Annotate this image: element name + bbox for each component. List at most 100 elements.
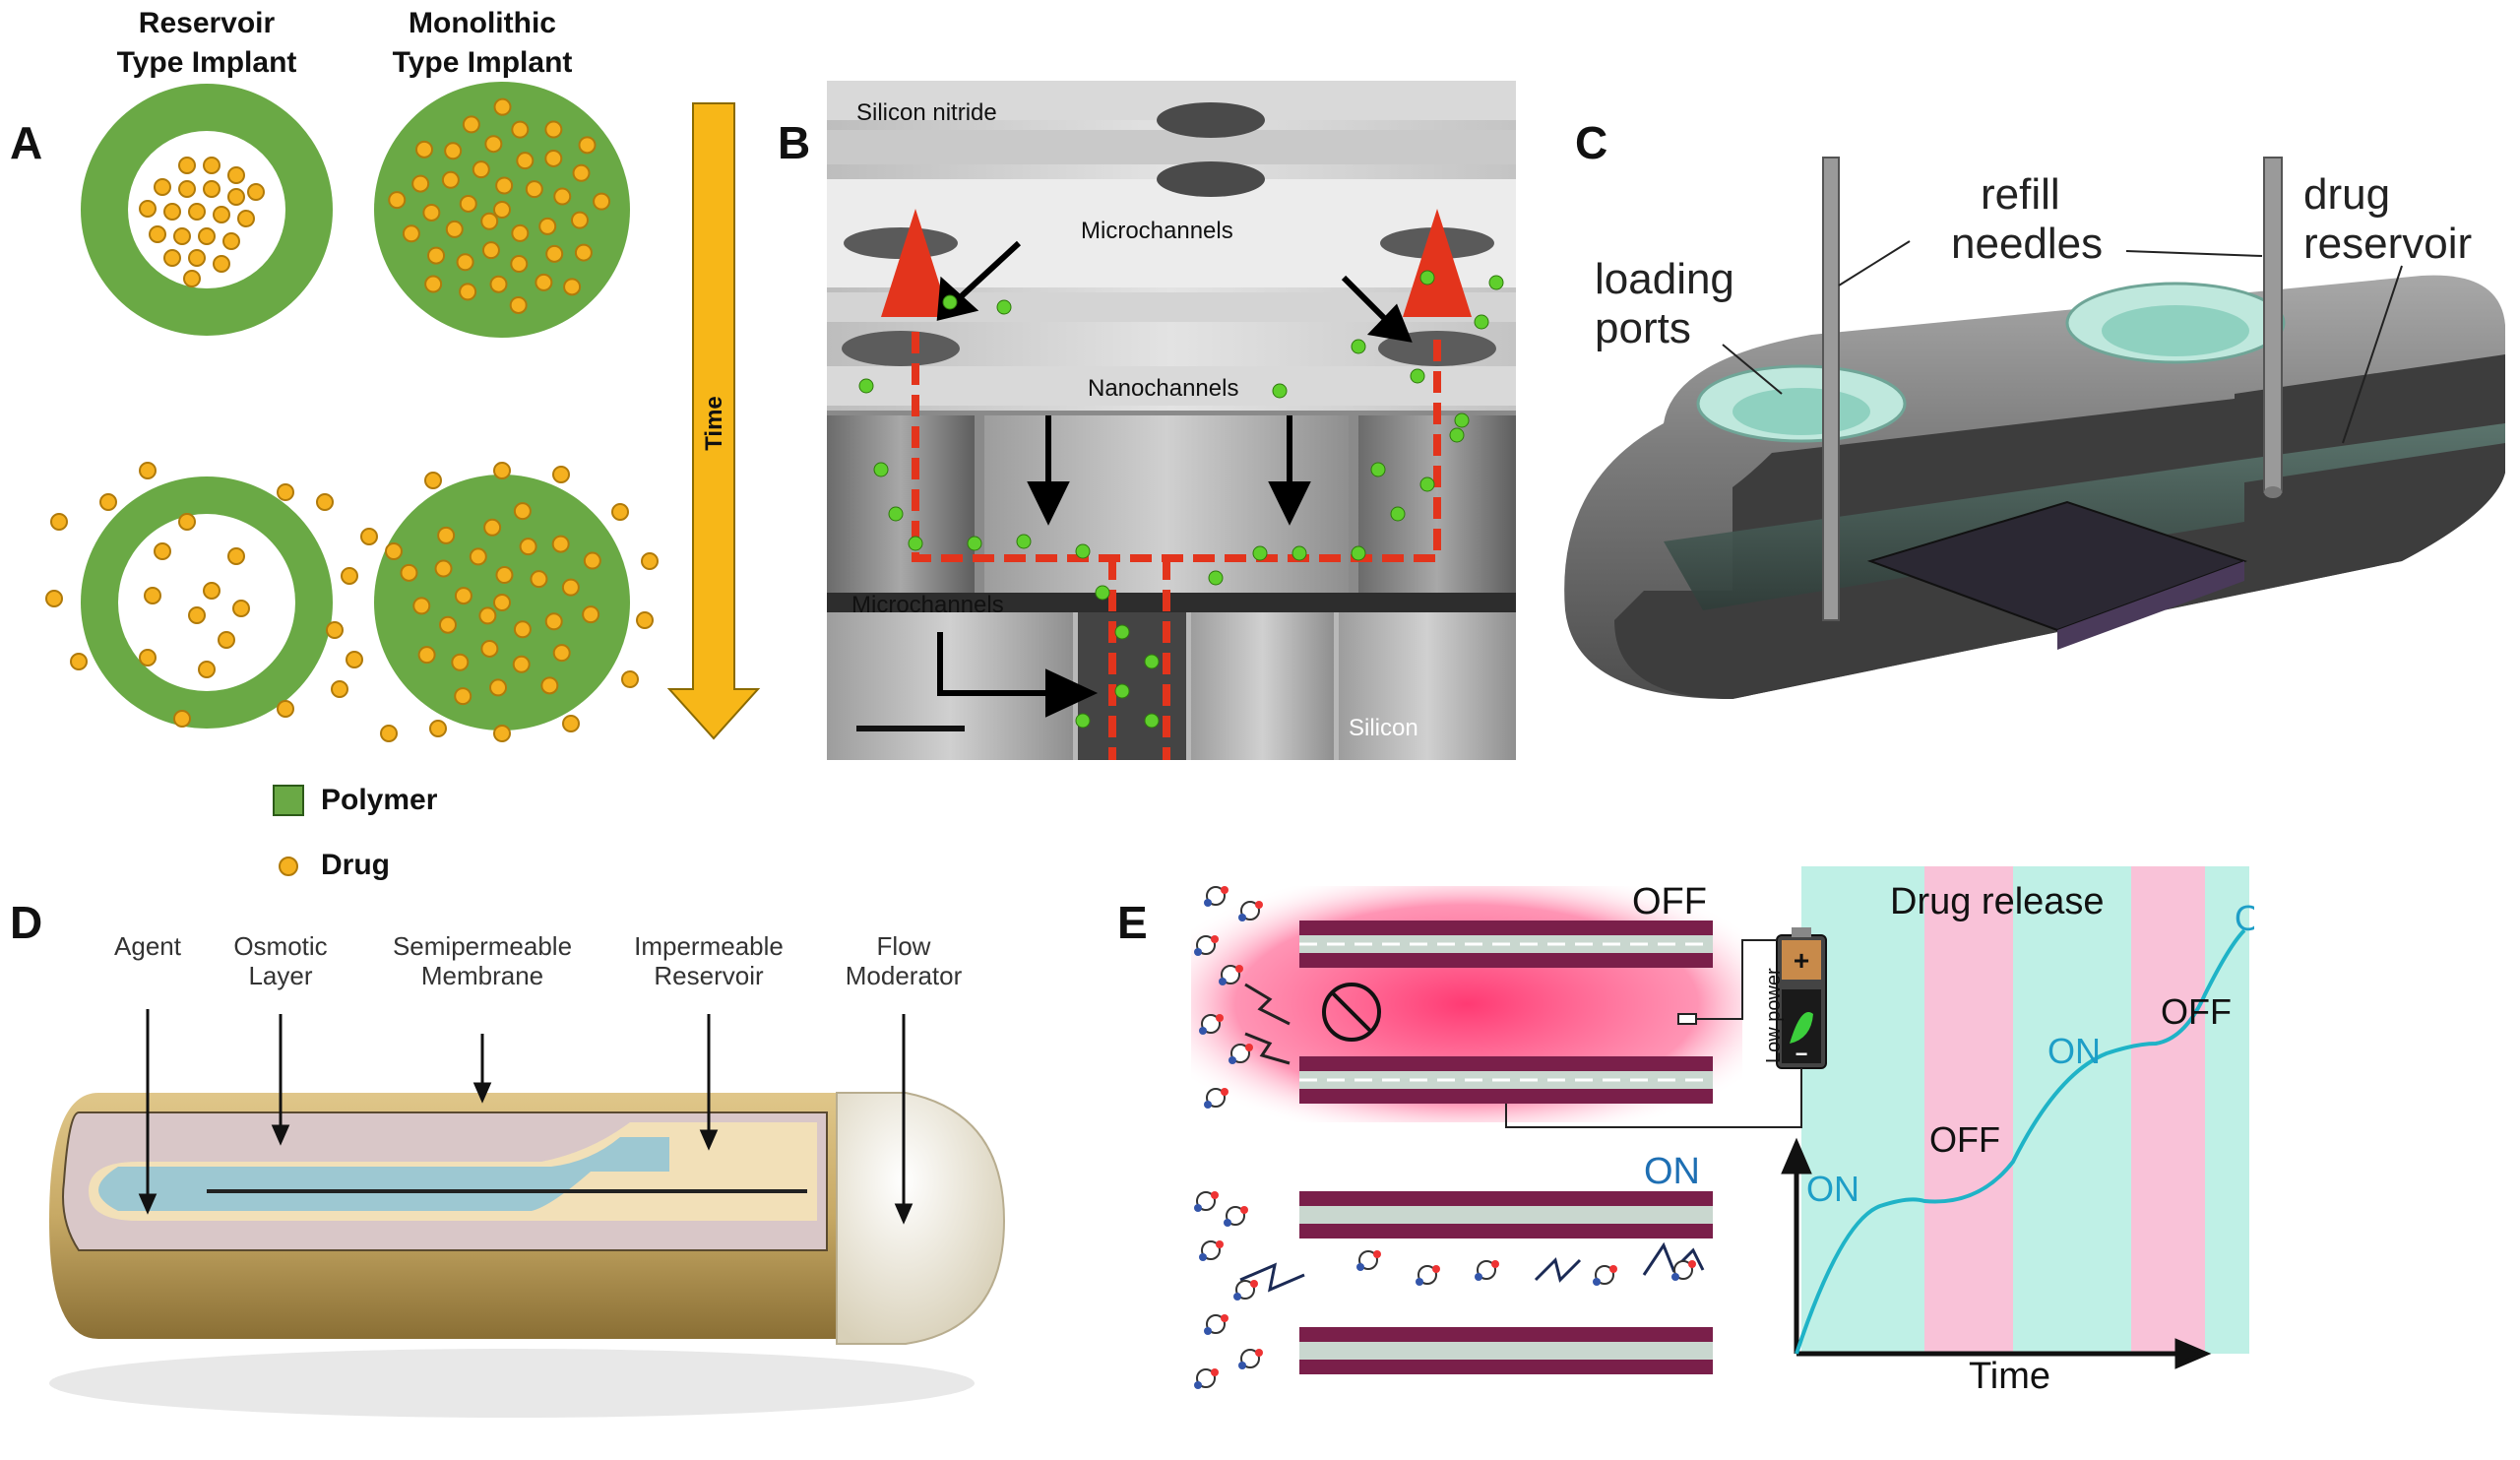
drug-dot (188, 249, 206, 267)
drug-dot (232, 600, 250, 617)
drug-molecule (1228, 1044, 1253, 1064)
drug-legend-swatch (279, 857, 298, 876)
drug-dot (636, 611, 654, 629)
drug-dot (385, 542, 403, 560)
drug-dot (578, 136, 597, 155)
drug-dot (139, 649, 157, 667)
drug-dot (400, 563, 418, 582)
pump-label-line1: Agent (114, 931, 182, 961)
drug-dot (480, 212, 499, 230)
loading-ports-label-line1: loading (1595, 255, 1734, 303)
scale-bar (856, 726, 965, 731)
nanoparticle (1292, 545, 1307, 561)
nanoparticle (1075, 713, 1091, 729)
nanoparticle (1419, 270, 1435, 286)
drug-dot (444, 142, 463, 160)
drug-dot (429, 720, 447, 737)
panel-a: A Reservoir Type Implant Monolithic Type… (0, 0, 788, 886)
nanoparticle (1144, 713, 1160, 729)
drug-dot (530, 570, 548, 589)
nanoparticle (967, 536, 982, 551)
drug-dot (493, 462, 511, 479)
sem-micrograph: Silicon nitride Microchannels Nanochanne… (827, 81, 1516, 760)
drug-molecule (1199, 1240, 1224, 1261)
nanochannels-label: Nanochannels (1088, 375, 1238, 402)
silicon-label: Silicon (1349, 715, 1418, 741)
drug-dot (422, 203, 441, 222)
drug-molecule (1233, 1280, 1258, 1301)
nanoparticle (996, 299, 1012, 315)
drug-dot (459, 283, 477, 301)
drug-dot (445, 220, 464, 238)
drug-dot (551, 535, 570, 553)
drug-dot (562, 715, 580, 732)
refill-label-line2: needles (1951, 220, 2103, 268)
drug-dot (511, 223, 530, 242)
nanoparticle (1410, 368, 1425, 384)
drug-dot (462, 115, 480, 134)
drug-dot (454, 587, 472, 605)
drug-dot (572, 163, 591, 182)
drug-molecule (1356, 1250, 1381, 1271)
drug-dot (198, 661, 216, 678)
nanoparticle (1351, 545, 1366, 561)
drug-dot (45, 590, 63, 607)
nanoparticle (1474, 314, 1489, 330)
panel-d-label: D (10, 897, 43, 948)
microchannels-bottom-label: Microchannels (851, 592, 1004, 618)
state-label: OFF (2161, 991, 2232, 1032)
drug-dot (512, 655, 531, 673)
drug-dot (570, 211, 589, 229)
nanoparticle (1419, 476, 1435, 492)
drug-dot (611, 503, 629, 521)
polymer-legend-swatch (273, 785, 304, 816)
refill-needle-left (1822, 157, 1840, 621)
drug-dot (574, 243, 593, 262)
drug-dot (203, 157, 220, 174)
nanoparticle (1390, 506, 1406, 522)
drug-dot (563, 278, 582, 296)
pump-label-line1: Semipermeable (393, 931, 572, 961)
drug-molecule (1194, 1368, 1219, 1389)
nanoparticle (1272, 383, 1288, 399)
nanoparticle (1449, 427, 1465, 443)
panel-e-label: E (1117, 897, 1148, 948)
time-axis-label: Time (1969, 1356, 2050, 1397)
panel-c-label: C (1575, 117, 1608, 168)
drug-dot (427, 246, 446, 265)
time-arrow-label: Time (701, 396, 727, 451)
drug-legend-label: Drug (321, 849, 390, 881)
nanoparticles (858, 270, 1504, 729)
drug-dot (540, 676, 559, 695)
release-curve (1795, 928, 2246, 1355)
drug-dot (544, 149, 563, 167)
nanoparticle (908, 536, 923, 551)
state-band (1924, 866, 2013, 1354)
drug-dot (183, 270, 201, 287)
implant-cutaway: refill needles drug reservoir loading po… (1564, 157, 2505, 699)
drug-dot (198, 227, 216, 245)
reservoir-drug-dots-after (45, 462, 378, 728)
nanoparticle (1370, 462, 1386, 477)
drug-dot (454, 687, 472, 706)
blocked-icon (1322, 983, 1381, 1042)
drug-molecule (1194, 935, 1219, 956)
pump-label-line1: Impermeable (634, 931, 784, 961)
drug-dot (438, 615, 457, 634)
state-label: ON (1806, 1169, 1859, 1209)
drug-molecule (1204, 1314, 1228, 1335)
drug-dot (489, 275, 508, 293)
svg-text:−: − (1796, 1042, 1808, 1066)
monolithic-title-line2: Type Implant (392, 46, 573, 79)
panel-b: Silicon nitride Microchannels Nanochanne… (827, 81, 1516, 760)
drug-dot (50, 513, 68, 531)
drug-molecule (1671, 1260, 1696, 1281)
drug-dot (247, 183, 265, 201)
state-label: ON (2235, 898, 2254, 938)
drug-molecule (1238, 1349, 1263, 1369)
panel-a-label: A (10, 117, 43, 168)
drug-molecule (1416, 1265, 1440, 1286)
microchannels-top-label: Microchannels (1081, 218, 1233, 244)
